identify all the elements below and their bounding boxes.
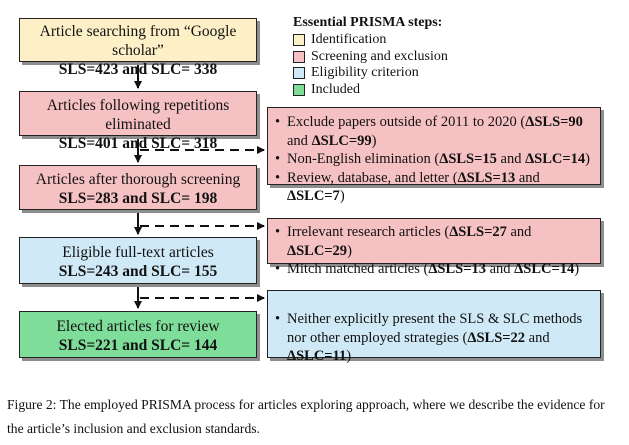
legend-swatch	[293, 67, 305, 80]
step-title: Elected articles for review	[56, 318, 220, 335]
step-screening-box: Articles after thorough screening SLS=28…	[19, 165, 257, 210]
legend-swatch	[293, 83, 305, 96]
legend-swatch	[293, 34, 305, 47]
step-eligibility-box: Eligible full-text articles SLS=243 and …	[19, 237, 257, 284]
step-repetitions-box: Articles following repetitions eliminate…	[19, 91, 257, 152]
legend-label: Identification	[311, 32, 387, 48]
step-title: Eligible full-text articles	[62, 244, 214, 261]
step-counts: SLS=401 and SLC= 318	[58, 135, 218, 152]
exclusion-item: Review, database, and letter (ΔSLS=13 an…	[273, 169, 594, 206]
exclusion-box-2: Irrelevant research articles (ΔSLS=27 an…	[267, 218, 601, 278]
legend-swatch	[293, 50, 305, 63]
legend-item-included: Included	[293, 82, 448, 99]
figure-caption: Figure 2: The employed PRISMA process fo…	[7, 397, 605, 436]
legend-item-screening: Screening and exclusion	[293, 49, 448, 66]
step-title: Articles following repetitions eliminate…	[46, 97, 230, 133]
exclusion-item: Neither explicitly present the SLS & SLC…	[273, 310, 594, 366]
legend-item-eligibility: Eligibility criterion	[293, 65, 448, 82]
exclusion-item: Irrelevant research articles (ΔSLS=27 an…	[273, 223, 594, 260]
step-title: Article searching from “Google scholar”	[39, 23, 237, 59]
exclusion-item: Mitch matched articles (ΔSLS=13 and ΔSLC…	[273, 260, 594, 279]
legend-label: Eligibility criterion	[311, 65, 419, 81]
step-counts: SLS=221 and SLC= 144	[58, 337, 218, 354]
step-title: Articles after thorough screening	[35, 171, 241, 188]
exclusion-item: Non-English elimination (ΔSLS=15 and ΔSL…	[273, 150, 594, 169]
step-identification-box: Article searching from “Google scholar” …	[19, 18, 257, 78]
legend-title: Essential PRISMA steps:	[293, 15, 443, 30]
exclusion-item: Exclude papers outside of 2011 to 2020 (…	[273, 113, 594, 150]
step-counts: SLS=283 and SLC= 198	[58, 190, 218, 207]
legend-item-identification: Identification	[293, 32, 448, 49]
legend: Essential PRISMA steps: Identification S…	[293, 15, 448, 98]
step-counts: SLS=243 and SLC= 155	[58, 263, 218, 280]
legend-label: Screening and exclusion	[311, 48, 448, 64]
step-counts: SLS=423 and SLC= 338	[58, 61, 218, 78]
step-included-box: Elected articles for review SLS=221 and …	[19, 311, 257, 358]
exclusion-box-3: Neither explicitly present the SLS & SLC…	[267, 290, 601, 364]
legend-label: Included	[311, 81, 360, 97]
exclusion-box-1: Exclude papers outside of 2011 to 2020 (…	[267, 107, 601, 204]
